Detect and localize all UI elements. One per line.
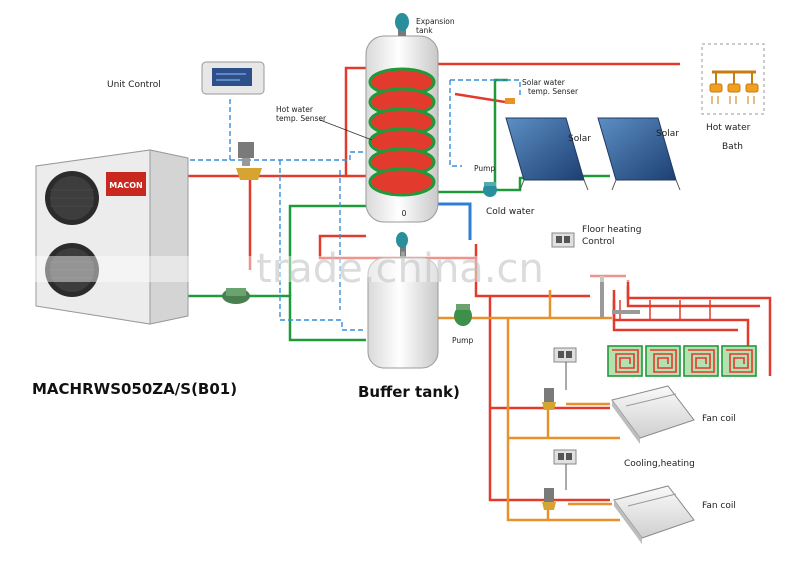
expansion-tank-label-2: tank: [416, 26, 433, 35]
hot-water-sensor-label: Hot water: [276, 105, 314, 114]
solar-sensor-icon: [505, 98, 515, 104]
expansion-tank-label: Expansion: [416, 17, 455, 26]
tank-mark: 0: [402, 209, 407, 218]
fan-coil-1-label: Fan coil: [702, 414, 736, 424]
floor-heating-manifold[interactable]: [600, 276, 640, 318]
fan-coil-unit-2[interactable]: [613, 485, 695, 544]
unit-control-label: Unit Control: [107, 80, 161, 90]
expansion-tank-icon[interactable]: [395, 13, 409, 36]
floor-heating-coils[interactable]: [607, 345, 757, 377]
cold-water-label: Cold water: [486, 207, 535, 217]
pump-icon[interactable]: [222, 288, 250, 304]
solar-2-label: Solar: [656, 129, 679, 139]
solar-sensor-label: Solar water: [522, 78, 566, 87]
buffer-tank[interactable]: [367, 232, 439, 369]
valve-icon[interactable]: [236, 142, 262, 180]
cooling-heating-label: Cooling,heating: [624, 459, 695, 469]
floor-heating-controller-icon[interactable]: [551, 232, 575, 248]
heat-pump-unit[interactable]: MACON: [35, 149, 189, 325]
fan-coil-controller-2-icon[interactable]: [553, 449, 577, 490]
heating-coil: [368, 67, 436, 197]
buffer-pump-label: Pump: [452, 336, 473, 345]
hot-water-tank[interactable]: 0: [365, 35, 439, 223]
fan-coil-2-label: Fan coil: [702, 501, 736, 511]
model-label: MACHRWS050ZA/S(B01): [32, 380, 237, 398]
floor-heating-label-2: Control: [582, 237, 615, 247]
hot-water-bath-label-2: Bath: [722, 142, 743, 152]
sensor-leader: [319, 119, 373, 141]
brand-label: MACON: [109, 181, 143, 190]
watermark-band: [0, 256, 800, 282]
hot-water-sensor-label-2: temp. Senser: [276, 114, 327, 123]
solar-sensor-label-2: temp. Senser: [528, 87, 579, 96]
fan-coil-controller-1-icon[interactable]: [553, 347, 577, 390]
cold-water-pipe: [436, 202, 472, 240]
watermark: trade.china.cn: [256, 246, 544, 292]
solar-1-label: Solar: [568, 134, 591, 144]
solar-panel-2[interactable]: [597, 117, 681, 191]
hot-water-bath-label: Hot water: [706, 123, 751, 133]
lcd-controller-icon[interactable]: [201, 61, 265, 95]
brand-badge: [106, 172, 146, 196]
solar-pump-icon[interactable]: [483, 182, 497, 197]
bath-box: [701, 43, 765, 115]
fan-coil-valve-1-icon[interactable]: [542, 388, 556, 410]
pump-top-label: Pump: [474, 164, 495, 173]
buffer-pump-icon[interactable]: [454, 304, 472, 326]
shower-icon[interactable]: [709, 70, 759, 104]
floor-heating-label: Floor heating: [582, 225, 641, 235]
control-wires: [190, 79, 521, 331]
fan-coil-unit-1[interactable]: [611, 385, 695, 444]
solar-panel-1[interactable]: [505, 117, 589, 191]
fan-coil-valve-2-icon[interactable]: [542, 488, 556, 510]
buffer-tank-label: Buffer tank): [358, 383, 460, 401]
